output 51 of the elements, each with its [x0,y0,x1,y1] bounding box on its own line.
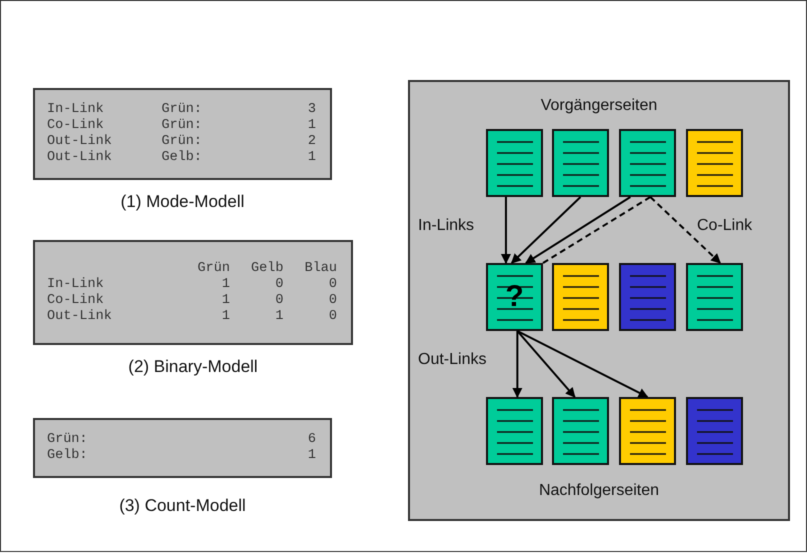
table-cell-text: Co-Link [47,292,105,308]
table-cell-text: Blau [304,260,337,276]
table-cell-text: 1 [306,150,316,166]
table-cell-text: In-Link [47,276,105,292]
table-cell-text: 1 [274,308,284,324]
table-panel [33,418,332,478]
table-cell-text: Out-Link [47,150,113,166]
table-cell-text: 0 [274,276,284,292]
table-cell-text: 0 [328,276,337,292]
table-cell-text: 6 [306,432,316,448]
table-cell-text: 1 [306,118,316,134]
table-cell-text: Gelb [250,260,284,276]
table-cell-text: 1 [220,308,230,324]
table-cell-text: Grün: [162,102,204,118]
arrow [516,330,648,398]
arrow [525,196,631,264]
arrow [516,330,576,398]
row-title: Vorgängerseiten [540,97,658,115]
table-cell-text: 3 [306,102,316,118]
table-cell-text: Out-Link [47,308,113,324]
table-cell-text: Gelb: [162,150,204,166]
panel-label: (2) Binary-Modell [127,357,259,377]
table-cell-text: Grün: [47,432,89,448]
table-cell-text: 1 [220,292,230,308]
web-graph-panel [408,80,790,521]
row-title: Nachfolgerseiten [538,482,660,500]
table-cell-text: Grün: [162,118,204,134]
table-cell-text: In-Link [47,102,105,118]
table-panel [33,240,353,345]
link-line [542,196,651,264]
table-cell-text: Co-Link [47,118,105,134]
arrow [500,197,511,264]
table-cell-text: Grün: [162,134,204,150]
table-panel [33,88,332,180]
table-cell-text: 0 [274,292,284,308]
link-label: Out-Links [418,351,486,369]
panel-label: (3) Count-Modell [118,496,247,516]
table-cell-text: 2 [306,134,316,150]
arrow [512,331,522,398]
link-label: In-Links [418,217,474,235]
arrow [650,196,721,264]
table-cell-text: Grün [196,260,230,276]
table-cell-text: Out-Link [47,134,113,150]
table-cell-text: 0 [328,308,337,324]
arrow [510,196,582,264]
table-cell-text: 1 [220,276,230,292]
table-cell-text: 1 [306,448,316,464]
table-cell-text: Gelb: [47,448,89,464]
link-label: Co-Link [697,217,752,235]
table-cell-text: 0 [328,292,337,308]
panel-label: (1) Mode-Modell [120,192,246,212]
